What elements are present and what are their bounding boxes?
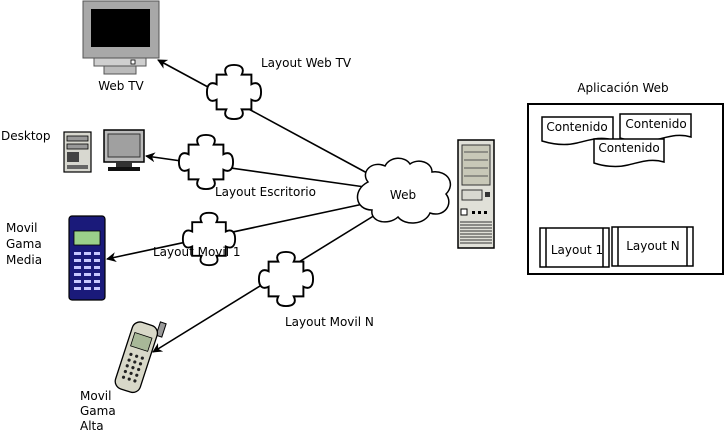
cloud-icon [356, 157, 452, 224]
mobile-phone-icon [68, 215, 106, 301]
cloud-label: Web [390, 188, 416, 202]
server-icon [457, 139, 495, 249]
puzzle-icon-escritorio [177, 133, 235, 191]
layout-movil-1-label: Layout Movil 1 [153, 245, 241, 259]
line-movil-media [106, 202, 369, 263]
puzzle-icon-movil-n [257, 250, 315, 308]
layout-movil-n-label: Layout Movil N [285, 315, 374, 329]
layout-box-1 [539, 227, 610, 268]
movil-alta-line-3: Alta [80, 419, 104, 433]
layout-webtv-label: Layout Web TV [261, 56, 352, 70]
desktop-computer-icon [63, 129, 145, 173]
layout-escritorio-label: Layout Escritorio [215, 185, 316, 199]
movil-media-line-3: Media [6, 253, 42, 267]
smartphone-icon [114, 321, 167, 394]
webtv-label: Web TV [98, 79, 144, 93]
tv-icon [82, 0, 160, 75]
movil-media-label: Movil Gama Media [6, 221, 46, 267]
app-title: Aplicación Web [577, 81, 668, 95]
movil-media-line-2: Gama [6, 237, 42, 251]
movil-alta-line-2: Gama [80, 404, 116, 418]
layout-box-n-label: Layout N [626, 239, 680, 253]
content-label-2: Contenido [625, 117, 686, 131]
content-document-3 [593, 138, 665, 168]
desktop-label: Desktop [1, 129, 51, 143]
movil-alta-line-1: Movil [80, 389, 111, 403]
layout-box-1-label: Layout 1 [551, 243, 603, 257]
movil-alta-label: Movil Gama Alta [80, 389, 120, 433]
content-label-1: Contenido [546, 120, 607, 134]
movil-media-line-1: Movil [6, 221, 37, 235]
content-label-3: Contenido [598, 141, 659, 155]
layout-box-n [611, 226, 694, 267]
line-webtv [157, 59, 381, 181]
